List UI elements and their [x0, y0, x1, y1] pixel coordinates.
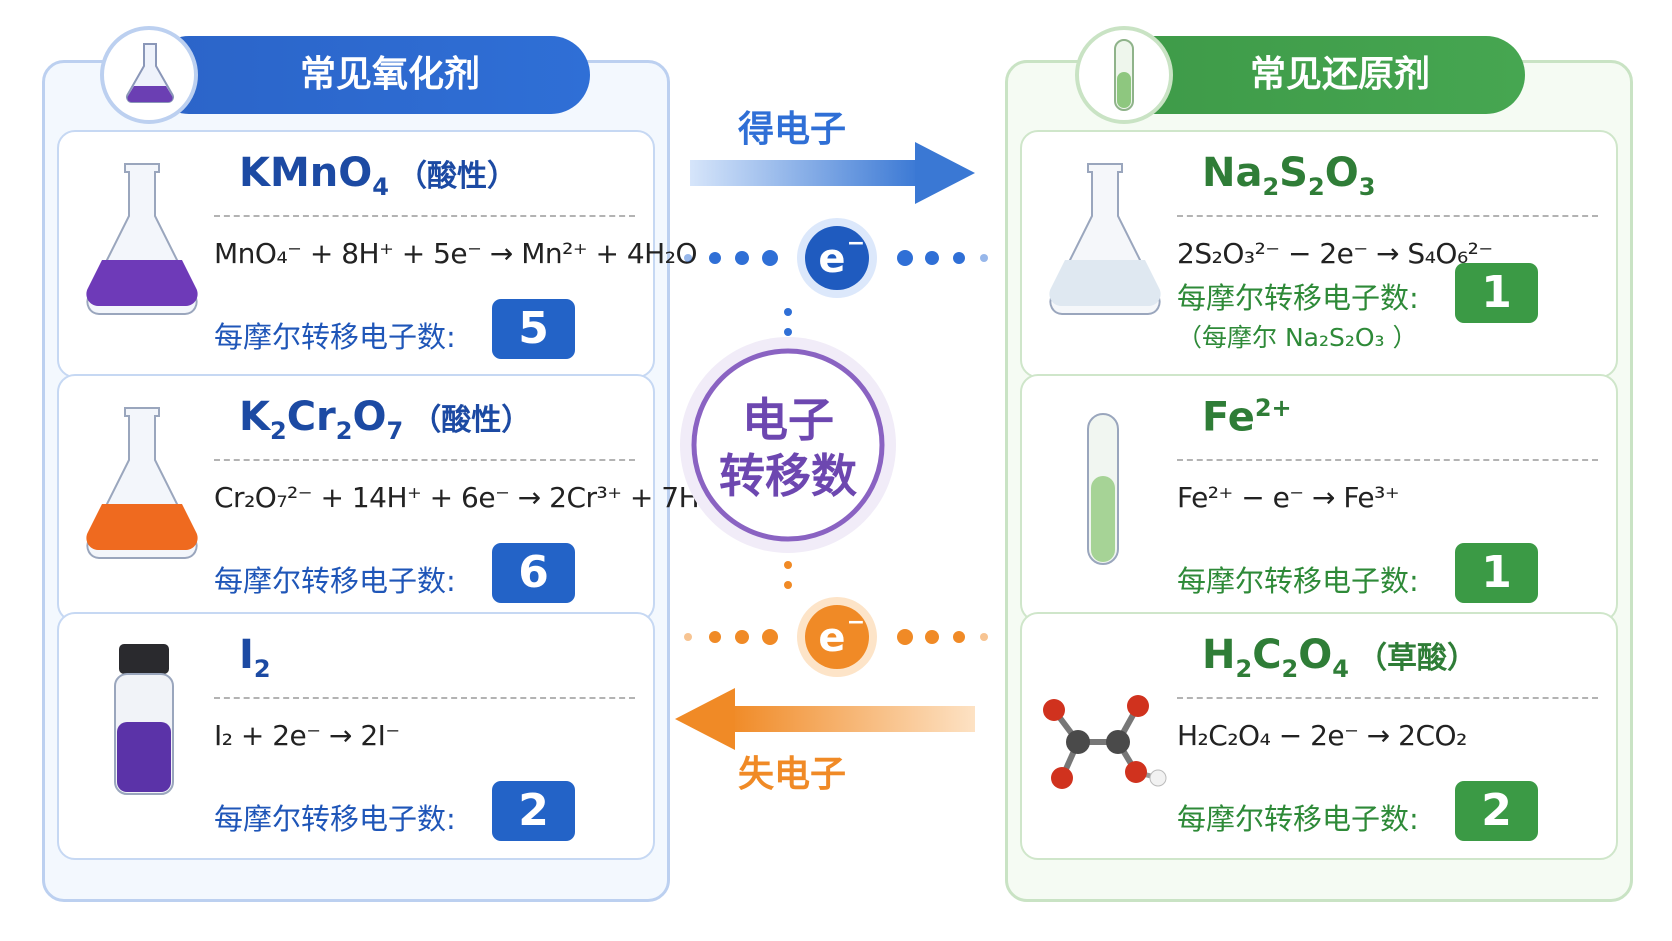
electron-transfer-circle [680, 337, 896, 553]
formula-title: Fe2+ [1202, 394, 1292, 441]
orange-flask-icon [86, 407, 198, 559]
reductants-title: 常见还原剂 [1249, 54, 1430, 95]
reagent-bottle-icon [114, 644, 174, 795]
electron-count-badge: 2 [492, 781, 575, 841]
dashed-divider [1177, 215, 1598, 217]
lose-electron-arrow [675, 688, 975, 750]
electron-count-label: 每摩尔转移电子数: [1177, 802, 1419, 836]
card-k2cr2o7: K2Cr2O7（酸性） Cr₂O₇²⁻ + 14H⁺ + 6e⁻ → 2Cr³⁺… [57, 374, 732, 622]
test-tube-icon [1114, 39, 1134, 111]
lose-electron-label: 失电子 [738, 754, 847, 795]
gain-electron-label: 得电子 [738, 109, 847, 150]
electron-symbol-orange: e [818, 615, 845, 661]
electron-charge-orange: − [847, 610, 865, 635]
orange-connector-dots [784, 561, 792, 589]
electron-count-label: 每摩尔转移电子数: [214, 564, 456, 598]
formula-title: I2 [239, 632, 271, 683]
electron-count-label: 每摩尔转移电子数: [214, 802, 456, 836]
flask-icon [126, 43, 174, 103]
electron-charge-blue: − [847, 231, 865, 256]
clear-flask-icon [1049, 163, 1161, 315]
electron-count-label: 每摩尔转移电子数: [1177, 281, 1419, 315]
oxidants-title: 常见氧化剂 [299, 54, 480, 95]
dashed-divider [214, 215, 635, 217]
reductants-tube-badge [1075, 26, 1173, 124]
card-kmno4: KMnO4（酸性） MnO₄⁻ + 8H⁺ + 5e⁻ → Mn²⁺ + 4H₂… [57, 130, 698, 378]
half-equation: MnO₄⁻ + 8H⁺ + 5e⁻ → Mn²⁺ + 4H₂O [214, 237, 698, 270]
half-equation: H₂C₂O₄ − 2e⁻ → 2CO₂ [1177, 719, 1467, 752]
electron-transfer-diagram: e − 电子 转移数 e − [675, 142, 988, 750]
oxalic-acid-molecule-icon [1043, 695, 1167, 789]
formula-title: K2Cr2O7（酸性） [239, 394, 532, 445]
electron-count-badge: 1 [1455, 543, 1538, 603]
orange-dot-row [684, 629, 988, 645]
electron-count-badge: 5 [492, 299, 575, 359]
electron-count-label: 每摩尔转移电子数: [214, 320, 456, 354]
half-equation: I₂ + 2e⁻ → 2I⁻ [214, 719, 400, 752]
dashed-divider [1177, 459, 1598, 461]
dashed-divider [214, 697, 635, 699]
circle-text-line1: 电子 [742, 393, 834, 447]
blue-dot-row [684, 250, 988, 266]
card-h2c2o4: H2C2O4（草酸） H₂C₂O₄ − 2e⁻ → 2CO₂ 每摩尔转移电子数:… [1020, 612, 1618, 860]
card-i2: I2 I₂ + 2e⁻ → 2I⁻ 每摩尔转移电子数: 2 [57, 612, 655, 860]
orange-electron-icon [797, 597, 877, 677]
formula-title: Na2S2O3 [1202, 150, 1376, 201]
formula-title: KMnO4（酸性） [239, 150, 517, 201]
formula-title: H2C2O4（草酸） [1202, 632, 1477, 683]
electron-symbol-blue: e [818, 236, 845, 282]
blue-electron-icon [797, 218, 877, 298]
purple-flask-icon [86, 163, 198, 315]
green-test-tube-icon [1087, 413, 1119, 565]
half-equation: Fe²⁺ − e⁻ → Fe³⁺ [1177, 481, 1400, 514]
electron-count-badge: 2 [1455, 781, 1538, 841]
electron-count-badge: 6 [492, 543, 575, 603]
blue-connector-dots [784, 308, 792, 336]
per-mole-note: （每摩尔 Na₂S₂O₃ ） [1177, 323, 1418, 352]
dashed-divider [214, 459, 635, 461]
reductants-header: 常见还原剂 [1115, 36, 1525, 114]
circle-text-line2: 转移数 [719, 449, 857, 503]
dashed-divider [1177, 697, 1598, 699]
oxidants-flask-badge [100, 26, 198, 124]
half-equation: Cr₂O₇²⁻ + 14H⁺ + 6e⁻ → 2Cr³⁺ + 7H₂O [214, 481, 732, 514]
electron-count-label: 每摩尔转移电子数: [1177, 564, 1419, 598]
half-equation: 2S₂O₃²⁻ − 2e⁻ → S₄O₆²⁻ [1177, 237, 1493, 270]
gain-electron-arrow [690, 142, 975, 204]
electron-count-badge: 1 [1455, 263, 1538, 323]
card-fe2plus: Fe2+ Fe²⁺ − e⁻ → Fe³⁺ 每摩尔转移电子数: 1 [1020, 374, 1618, 622]
oxidants-header: 常见氧化剂 [150, 36, 590, 114]
card-na2s2o3: Na2S2O3 2S₂O₃²⁻ − 2e⁻ → S₄O₆²⁻ 每摩尔转移电子数:… [1020, 130, 1618, 378]
